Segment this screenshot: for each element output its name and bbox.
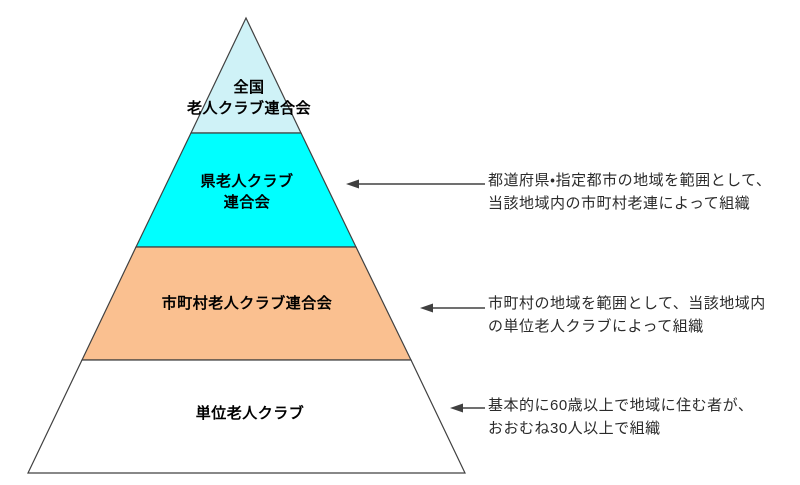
pyramid [27,16,466,474]
arrowhead-icon [346,179,359,189]
arrowhead-icon [450,403,463,413]
label-national-line1: 全国 [233,78,264,96]
label-prefectural-line2: 連合会 [224,193,271,211]
label-municipal: 市町村老人クラブ連合会 [162,294,333,312]
arrow-to-prefectural [346,179,485,189]
annotation-line: 基本的に60歳以上で地域に住む者が、 [488,397,754,414]
arrowhead-icon [420,303,433,313]
annotation-unit: 基本的に60歳以上で地域に住む者が、 おおむね30人以上で組織 [488,394,788,440]
annotation-line: おおむね30人以上で組織 [488,420,661,437]
pyramid-level-unit [27,359,466,474]
annotation-line: の単位老人クラブによって組織 [488,318,704,335]
annotation-line: 市町村の地域を範囲として、当該地域内 [488,295,766,312]
annotation-line: 当該地域内の市町村老連によって組織 [488,195,751,212]
annotation-prefectural: 都道府県・指定都市の地域を範囲として、 当該地域内の市町村老連によって組織 [488,169,788,215]
arrows [346,179,485,413]
annotation-line: 都道府県・指定都市の地域を範囲として、 [488,172,772,189]
arrow-to-unit [450,403,485,413]
pyramid-labels: 全国 老人クラブ連合会 県老人クラブ 連合会 市町村老人クラブ連合会 単位老人ク… [162,78,333,422]
label-national-line2: 老人クラブ連合会 [186,99,312,117]
label-unit: 単位老人クラブ [196,404,305,422]
pyramid-level-prefectural [135,132,357,248]
annotation-municipal: 市町村の地域を範囲として、当該地域内 の単位老人クラブによって組織 [488,292,788,338]
label-prefectural-line1: 県老人クラブ [200,172,293,190]
arrow-to-municipal [420,303,485,313]
